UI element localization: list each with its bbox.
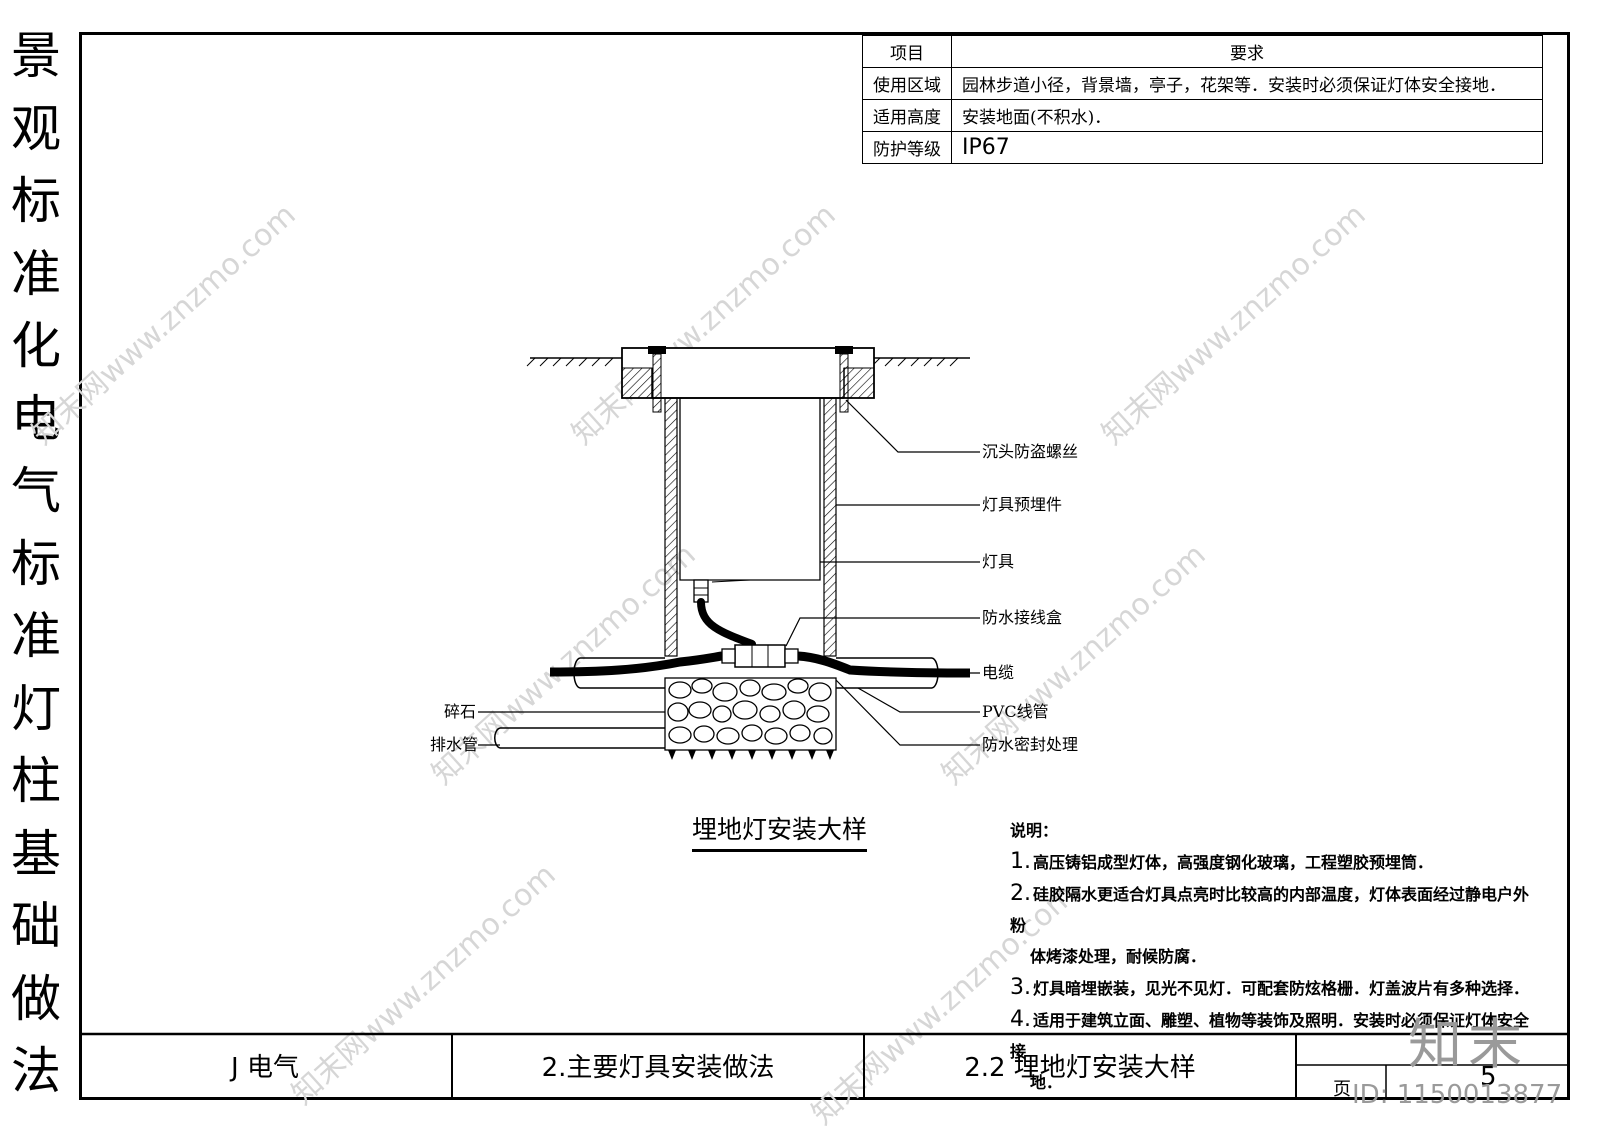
label-screw: 沉头防盗螺丝 <box>982 442 1078 461</box>
title-section: 2.主要灯具安装做法 <box>453 1033 865 1097</box>
drawing-frame <box>79 32 1570 1100</box>
spec-value: 园林步道小径，背景墙，亭子，花架等．安装时必须保证灯体安全接地． <box>951 67 1543 100</box>
vertical-title-char: 准 <box>11 607 61 665</box>
spec-header-value: 要求 <box>951 35 1543 68</box>
junction-box-icon <box>721 644 799 668</box>
notes: 说明： 1.高压铸铝成型灯体，高强度钢化玻璃，工程塑胶预埋筒． 2.硅胶隔水更适… <box>1010 815 1540 1098</box>
spec-row: 适用高度 安装地面(不积水)． <box>862 99 1543 132</box>
vertical-title-char: 气 <box>11 462 61 520</box>
vertical-title-char: 灯 <box>11 679 61 738</box>
ground-line <box>526 357 970 367</box>
note-text: 灯具暗埋嵌装，见光不见灯．可配套防炫格栅．灯盖波片有多种选择． <box>1033 979 1530 998</box>
vertical-title-char: 做 <box>11 969 61 1028</box>
vertical-title-char: 基 <box>11 824 61 883</box>
note-number: 4. <box>1010 1007 1031 1032</box>
vertical-title-char: 标 <box>11 172 61 230</box>
label-drain-pipe: 排水管 <box>430 735 478 754</box>
gravel-bed <box>664 677 837 751</box>
note-item: 4.适用于建筑立面、雕塑、植物等装饰及照明．安装时必须保证灯体安全接 <box>1010 1004 1540 1067</box>
note-text: 硅胶隔水更适合灯具点亮时比较高的内部温度，灯体表面经过静电户外粉 <box>1010 885 1530 935</box>
spec-header-row: 项目 要求 <box>862 35 1543 68</box>
vertical-title-char: 柱 <box>11 752 61 810</box>
title-category: J 电气 <box>79 1033 453 1097</box>
note-continuation: 体烤漆处理，耐候防腐． <box>1030 947 1207 966</box>
leader-lines <box>478 399 980 746</box>
embedded-sleeve <box>664 397 837 657</box>
note-item: 1.高压铸铝成型灯体，高强度钢化玻璃，工程塑胶预埋筒． <box>1010 846 1540 878</box>
vertical-title-char: 观 <box>11 99 61 158</box>
note-continuation: 地． <box>1030 1073 1063 1092</box>
spec-value-ip: IP67 <box>951 131 1543 164</box>
vertical-title-char: 础 <box>11 897 61 955</box>
label-embedded-part: 灯具预埋件 <box>982 495 1062 514</box>
note-text: 高压铸铝成型灯体，高强度钢化玻璃，工程塑胶预埋筒． <box>1033 853 1434 872</box>
page-number: 5 <box>1480 1062 1497 1092</box>
label-sealing: 防水密封处理 <box>982 735 1078 754</box>
vertical-title-char: 标 <box>11 534 61 593</box>
spec-key: 使用区域 <box>862 67 952 100</box>
title-block-lines <box>79 1032 1570 1100</box>
note-item: 3.灯具暗埋嵌装，见光不见灯．可配套防炫格栅．灯盖波片有多种选择． <box>1010 972 1540 1004</box>
vertical-title-char: 法 <box>11 1042 61 1100</box>
note-number: 2. <box>1010 881 1031 906</box>
lamp-body <box>679 398 821 603</box>
spec-table: 项目 要求 使用区域 园林步道小径，背景墙，亭子，花架等．安装时必须保证灯体安全… <box>862 35 1543 164</box>
label-cable: 电缆 <box>982 663 1014 682</box>
vertical-title-char: 景 <box>11 27 61 85</box>
label-pvc: PVC线管 <box>982 702 1049 721</box>
drawing-caption: 埋地灯安装大样 <box>692 810 868 852</box>
vertical-title-char: 电 <box>11 389 61 448</box>
title-drawing: 2.2 埋地灯安装大样 <box>865 1033 1297 1097</box>
spec-row: 防护等级 IP67 <box>862 131 1543 164</box>
note-text: 适用于建筑立面、雕塑、植物等装饰及照明．安装时必须保证灯体安全接 <box>1010 1011 1530 1061</box>
page-label: 页 <box>1333 1079 1351 1100</box>
spec-key: 防护等级 <box>862 131 952 164</box>
note-number: 1. <box>1010 849 1031 874</box>
label-lamp: 灯具 <box>982 552 1014 571</box>
vertical-title-char: 化 <box>11 317 61 375</box>
inner-cable <box>697 598 756 648</box>
title-block: J 电气 2.主要灯具安装做法 2.2 埋地灯安装大样 <box>79 1033 1570 1100</box>
drain-pipe <box>494 727 665 749</box>
label-gravel: 碎石 <box>444 702 476 721</box>
note-number: 3. <box>1010 975 1031 1000</box>
label-junction-box: 防水接线盒 <box>982 608 1062 627</box>
vertical-title-char: 准 <box>11 244 61 303</box>
lamp-lid <box>621 347 875 399</box>
spec-row: 使用区域 园林步道小径，背景墙，亭子，花架等．安装时必须保证灯体安全接地． <box>862 67 1543 100</box>
note-item: 2.硅胶隔水更适合灯具点亮时比较高的内部温度，灯体表面经过静电户外粉 <box>1010 878 1540 941</box>
brand-watermark: 知末 <box>1408 1013 1528 1076</box>
soil-base <box>668 750 834 760</box>
anti-theft-screw-icon <box>648 346 853 413</box>
notes-heading: 说明： <box>1010 821 1059 840</box>
vertical-title: 景观标准化电气标准灯柱基础做法 <box>8 20 64 1108</box>
pvc-conduit <box>573 657 939 689</box>
watermark-id: ID: 1150013877 <box>1352 1080 1563 1110</box>
